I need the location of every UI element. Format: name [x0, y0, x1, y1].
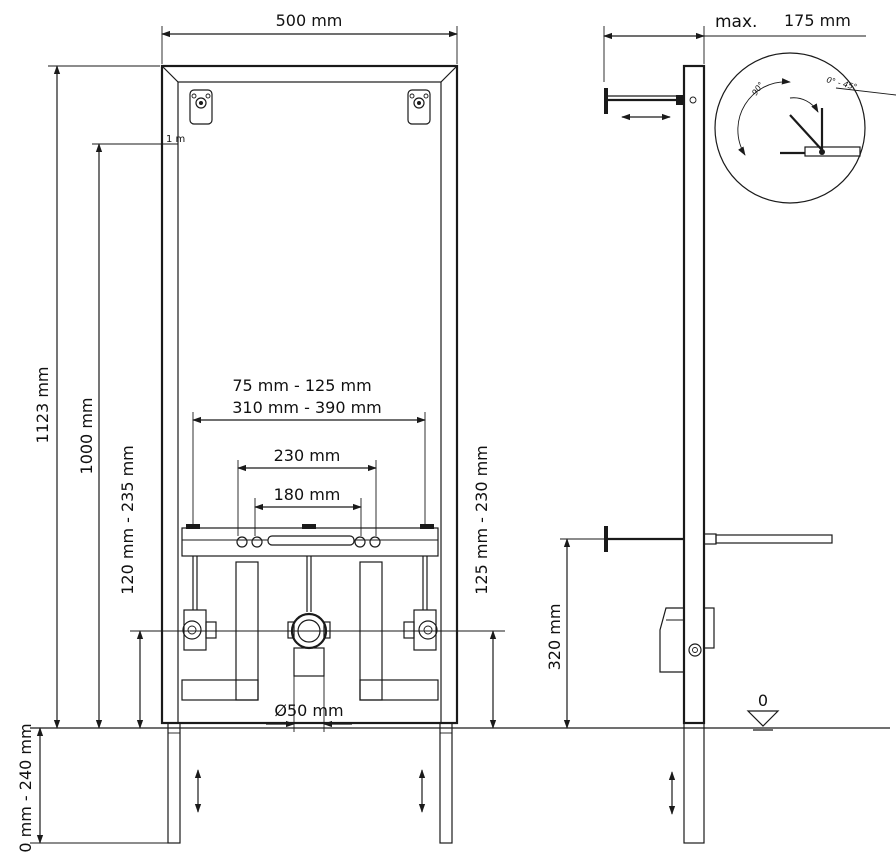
label-angle-range: 0° - 45° [825, 75, 858, 92]
top-right-bracket [407, 89, 431, 125]
top-left-bracket [189, 89, 213, 125]
label-zero: 0 [758, 691, 768, 710]
label-height-right-range: 125 mm - 230 mm [472, 445, 491, 595]
label-diameter: Ø50 mm [274, 701, 343, 720]
label-dist-230: 230 mm [274, 446, 341, 465]
left-valve [182, 609, 217, 651]
label-max-value: 175 mm [784, 11, 851, 30]
label-height-side: 320 mm [545, 604, 564, 671]
right-valve [403, 609, 438, 651]
label-bolt-range-a: 75 mm - 125 mm [232, 376, 371, 395]
mounting-crossbar [181, 524, 439, 557]
label-top-width: 500 mm [276, 11, 343, 30]
ground-symbol [746, 710, 780, 731]
label-height-total: 1123 mm [33, 367, 52, 444]
label-leg-range: 0 mm - 240 mm [16, 723, 35, 852]
label-dist-180: 180 mm [274, 485, 341, 504]
angle-detail [714, 52, 896, 204]
label-height-left-range: 120 mm - 235 mm [118, 445, 137, 595]
front-left-leg [167, 722, 181, 844]
label-angle-90: 90° [750, 80, 766, 97]
side-frame [604, 64, 833, 844]
front-right-leg [439, 722, 453, 844]
front-frame [130, 64, 505, 844]
label-height-frame: 1000 mm [77, 398, 96, 475]
label-bolt-range-b: 310 mm - 390 mm [232, 398, 382, 417]
label-max: max. [715, 12, 757, 32]
drain-fitting [287, 612, 331, 677]
label-small-mark: 1 m [166, 134, 185, 145]
